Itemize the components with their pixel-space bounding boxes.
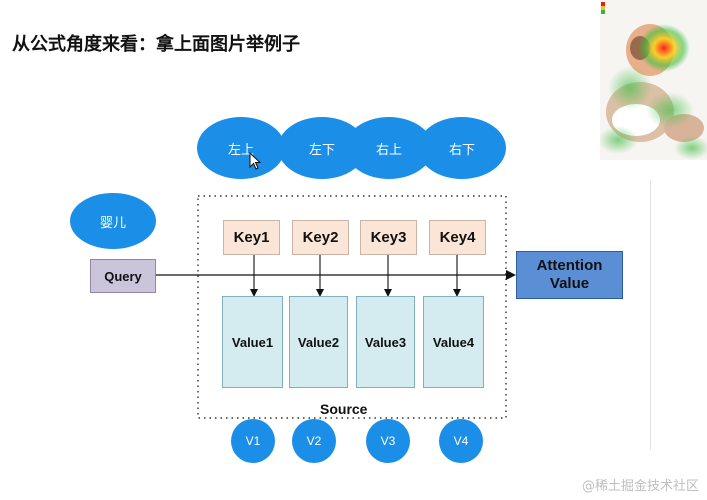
value-box: Value2 [289,296,348,388]
subject-ellipse: 婴儿 [70,193,156,249]
key-box: Key2 [292,220,349,255]
value-label: Value2 [297,334,340,350]
v-label: V3 [380,434,396,448]
region-label: 右上 [375,142,402,158]
key-label: Key2 [302,229,339,246]
divider-line [650,180,651,450]
v-label: V2 [306,434,322,448]
baby-heatmap-image [600,0,707,160]
region-ellipse-top-left: 左上 [197,117,285,179]
query-arrow-head [506,270,516,280]
region-label: 右下 [448,142,475,158]
query-box: Query [90,259,156,293]
value-label: Value4 [432,334,475,350]
region-label: 左下 [308,142,335,158]
subject-label: 婴儿 [99,215,126,231]
key-label: Key4 [439,229,476,246]
key-label: Key3 [370,229,407,246]
v-label: V1 [245,434,261,448]
value-label: Value1 [231,334,274,350]
v-label: V4 [453,434,469,448]
key-label: Key1 [233,229,270,246]
watermark: @稀土掘金技术社区 [581,479,699,494]
key-box: Key1 [223,220,280,255]
mouse-cursor-icon [249,151,262,170]
key-value-arrows [253,255,458,293]
region-label: 左上 [227,142,254,158]
key-box: Key4 [429,220,486,255]
v-circle: V2 [292,419,336,463]
v-circle: V1 [231,419,275,463]
query-label: Query [104,268,142,284]
source-label: Source [320,401,368,417]
v-circle: V4 [439,419,483,463]
value-box: Value1 [222,296,283,388]
value-box: Value3 [356,296,415,388]
key-value-arrowheads [250,289,461,297]
source-dotted-border [197,195,507,419]
v-circle: V3 [366,419,410,463]
attention-label-line2: Value [549,275,590,292]
key-box: Key3 [360,220,417,255]
region-ellipse-bottom-right: 右下 [418,117,506,179]
attention-label-line1: Attention [536,257,603,274]
attention-value-box: Attention Value [516,251,623,299]
value-label: Value3 [364,334,407,350]
value-box: Value4 [423,296,484,388]
slide-title: 从公式角度来看：拿上面图片举例子 [12,34,300,55]
